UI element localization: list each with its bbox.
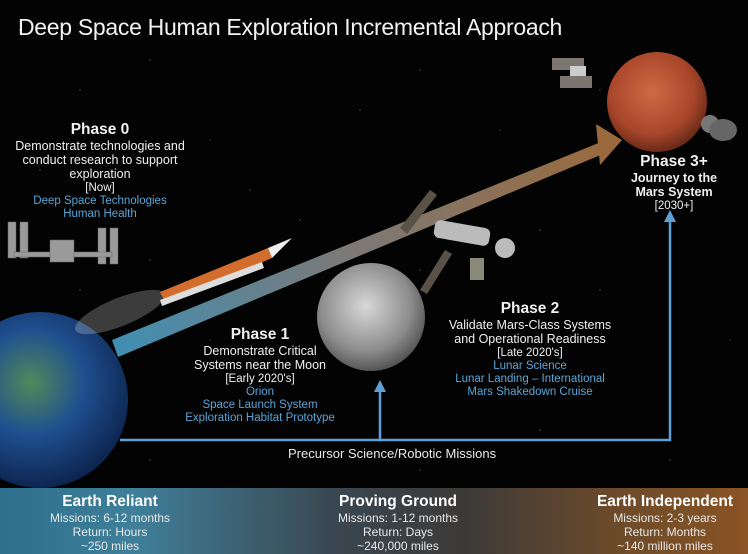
phase-timeframe: [Late 2020's]	[497, 347, 563, 359]
phobos-image	[709, 119, 737, 141]
arrow-body	[112, 140, 610, 357]
moon-image	[317, 263, 425, 371]
band-title: Earth Independent	[596, 493, 734, 510]
band-title: Earth Reliant	[62, 493, 158, 510]
band-proving-ground: Proving Ground Missions: 1-12 months Ret…	[318, 492, 478, 553]
phase-item: Exploration Habitat Prototype	[185, 412, 335, 424]
sls-rocket-image	[75, 238, 292, 335]
distance-band: Earth Reliant Missions: 6-12 months Retu…	[0, 488, 748, 554]
band-distance: ~250 miles	[80, 539, 140, 553]
phase-description: Journey to the	[630, 171, 718, 185]
band-missions: Missions: 2-3 years	[613, 511, 717, 525]
band-earth-reliant: Earth Reliant Missions: 6-12 months Retu…	[30, 492, 190, 553]
precursor-label: Precursor Science/Robotic Missions	[288, 446, 497, 461]
band-missions: Missions: 6-12 months	[49, 511, 171, 525]
phase-item: Human Health	[63, 208, 137, 220]
band-return: Return: Hours	[72, 525, 148, 539]
band-return: Return: Days	[362, 525, 434, 539]
phase-description: Systems near the Moon	[193, 358, 326, 372]
phase-description: and Operational Readiness	[454, 332, 606, 346]
phase-1: Phase 1 Demonstrate Critical Systems nea…	[160, 326, 360, 425]
phase-timeframe: [Early 2020's]	[225, 373, 295, 385]
phase-description: Mars System	[635, 185, 713, 199]
band-title: Proving Ground	[339, 493, 457, 510]
phase-title: Phase 1	[230, 326, 290, 343]
earth-image	[0, 312, 128, 488]
phase-item: Mars Shakedown Cruise	[467, 386, 593, 398]
phase-description: conduct research to support	[22, 153, 178, 167]
phase-description: Demonstrate Critical	[203, 344, 317, 358]
phase-2: Phase 2 Validate Mars-Class Systems and …	[420, 300, 640, 399]
arrow-head	[596, 124, 622, 165]
page-title: Deep Space Human Exploration Incremental…	[18, 14, 563, 40]
gateway-station-image	[400, 190, 515, 294]
band-distance: ~240,000 miles	[357, 539, 439, 553]
phase-title: Phase 0	[70, 121, 130, 138]
phase-title: Phase 2	[500, 300, 560, 317]
phase-item: Space Launch System	[202, 399, 318, 411]
phase-description: Validate Mars-Class Systems	[448, 318, 612, 332]
phase-timeframe: [Now]	[85, 182, 115, 194]
mars-image	[607, 52, 707, 152]
iss-image	[7, 221, 119, 265]
phase-3: Phase 3+ Journey to the Mars System [203…	[604, 153, 744, 213]
band-return: Return: Months	[623, 525, 707, 539]
phase-item: Lunar Science	[493, 360, 567, 372]
phase-timeframe: [2030+]	[654, 200, 694, 212]
phase-description: exploration	[69, 167, 131, 181]
phase-description: Demonstrate technologies and	[15, 139, 185, 153]
phase-item: Deep Space Technologies	[33, 195, 167, 207]
phase-0: Phase 0 Demonstrate technologies and con…	[0, 121, 200, 221]
band-distance: ~140 million miles	[617, 539, 713, 553]
phase-title: Phase 3+	[640, 153, 708, 170]
band-missions: Missions: 1-12 months	[337, 511, 459, 525]
phase-item: Orion	[245, 386, 275, 398]
phase-item: Lunar Landing – International	[455, 373, 605, 385]
mars-transit-habitat-image	[552, 58, 592, 88]
band-earth-independent: Earth Independent Missions: 2-3 years Re…	[582, 492, 748, 553]
